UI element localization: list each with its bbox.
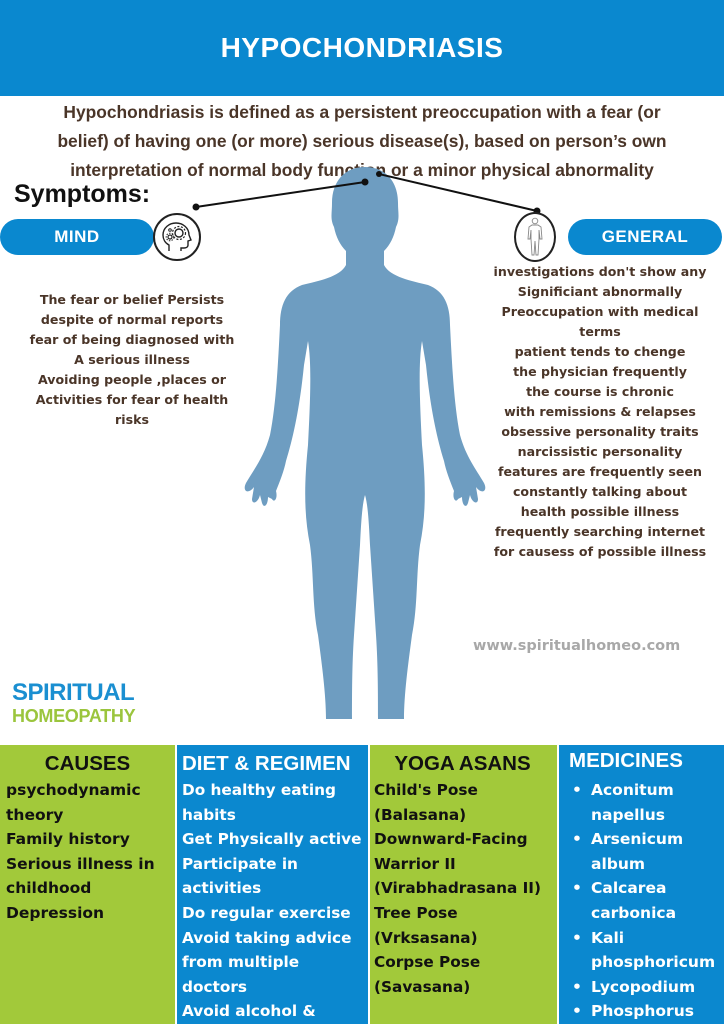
medicine-line: Phosphorus: [591, 1002, 694, 1021]
diet-item: Avoid alcohol &: [182, 1002, 316, 1021]
yoga-title: YOGA ASANS: [394, 752, 531, 775]
mind-label: MIND: [54, 227, 100, 246]
general-symptom-line: terms: [579, 324, 621, 339]
definition-line: belief) of having one (or more) serious …: [57, 131, 667, 151]
mind-symptom-line: despite of normal reports: [40, 312, 224, 327]
yoga-asans-column: YOGA ASANS Child's Pose (Balasana) Downw…: [370, 745, 557, 1024]
medicine-line: album: [591, 854, 646, 873]
general-symptom-line: patient tends to chenge: [514, 344, 686, 359]
diet-item: habits: [182, 805, 236, 824]
definition-line: Hypochondriasis is defined as a persiste…: [63, 102, 661, 122]
medicine-line: Kali: [591, 928, 625, 947]
diet-item: activities: [182, 879, 262, 898]
mind-symptom-line: The fear or belief Persists: [39, 292, 225, 307]
yoga-item: Corpse Pose: [374, 953, 481, 972]
yoga-item: Warrior II: [374, 854, 456, 873]
diet-title: DIET & REGIMEN: [182, 752, 351, 775]
diet-item: doctors: [182, 977, 247, 996]
symptoms-heading: Symptoms:: [14, 180, 151, 208]
mind-symptom-line: Avoiding people ,places or: [37, 372, 226, 387]
definition-text: Hypochondriasis is defined as a persiste…: [8, 98, 716, 185]
yoga-item: (Savasana): [374, 977, 471, 996]
yoga-item: Tree Pose: [374, 903, 458, 922]
general-symptom-line: for causess of possible illness: [493, 544, 707, 559]
general-symptom-line: frequently searching internet: [494, 524, 706, 539]
medicine-item: Calcarea carbonica: [569, 876, 718, 925]
medicines-column: MEDICINES Aconitum napellus Arsenicum al…: [559, 745, 724, 1024]
diet-regimen-column: DIET & REGIMEN Do healthy eating habits …: [177, 745, 368, 1024]
medicine-line: napellus: [591, 805, 665, 824]
mind-label-pill: MIND: [0, 219, 154, 255]
mind-symptom-line: risks: [115, 412, 149, 427]
mind-symptom-line: fear of being diagnosed with: [29, 332, 235, 347]
header-banner: HYPOCHONDRIASIS: [0, 0, 724, 96]
medicine-line: carbonica: [591, 903, 677, 922]
medicine-item: Lycopodium: [569, 975, 718, 1000]
medicine-item: Phosphorus: [569, 999, 718, 1024]
diet-item: Do healthy eating: [182, 781, 336, 799]
medicine-line: Arsenicum: [591, 830, 684, 849]
human-body-silhouette: [244, 167, 486, 719]
causes-item: theory: [6, 805, 64, 824]
medicine-item: Kali phosphoricum: [569, 926, 718, 975]
causes-item: psychodynamic: [6, 781, 141, 799]
causes-item: Depression: [6, 903, 105, 922]
yoga-item: Child's Pose: [374, 781, 478, 799]
medicine-line: phosphoricum: [591, 953, 716, 972]
general-symptom-line: investigations don't show any: [493, 264, 707, 279]
brand-name-line1: SPIRITUAL: [12, 679, 135, 706]
medicine-item: Aconitum napellus: [569, 778, 718, 827]
general-symptom-line: the physician frequently: [513, 364, 687, 379]
general-symptoms-list: investigations don't show any Significia…: [474, 262, 724, 562]
yoga-item: Downward-Facing: [374, 830, 528, 849]
general-symptom-line: health possible illness: [520, 504, 680, 519]
causes-item: Serious illness in: [6, 854, 155, 873]
info-columns: CAUSES psychodynamic theory Family histo…: [0, 745, 724, 1024]
general-symptom-line: with remissions & relapses: [504, 404, 696, 419]
causes-column: CAUSES psychodynamic theory Family histo…: [0, 745, 175, 1024]
causes-item: childhood: [6, 879, 92, 898]
page-title: HYPOCHONDRIASIS: [220, 32, 504, 63]
general-symptom-line: the course is chronic: [526, 384, 674, 399]
diet-item: from multiple: [182, 953, 300, 972]
yoga-item: (Vrksasana): [374, 928, 478, 947]
medicines-list: Aconitum napellus Arsenicum album Calcar…: [569, 778, 718, 1024]
mind-symptom-line: Activities for fear of health: [35, 392, 229, 407]
medicine-item: Arsenicum album: [569, 827, 718, 876]
general-symptom-line: obsessive personality traits: [501, 424, 699, 439]
general-symptom-line: Significiant abnormally: [517, 284, 683, 299]
human-body-icon: [514, 212, 556, 262]
general-label-pill: GENERAL: [568, 219, 722, 255]
medicines-title: MEDICINES: [569, 749, 683, 772]
general-symptom-line: narcissistic personality: [517, 444, 683, 459]
brand-name-line2: HOMEOPATHY: [12, 706, 136, 726]
medicine-line: Calcarea: [591, 879, 667, 898]
medicine-line: Lycopodium: [591, 977, 696, 996]
general-symptom-line: constantly talking about: [512, 484, 688, 499]
causes-title: CAUSES: [44, 752, 131, 775]
diet-item: Avoid taking advice: [182, 928, 352, 947]
mind-symptoms-list: The fear or belief Persists despite of n…: [4, 290, 260, 430]
diet-item: Do regular exercise: [182, 903, 351, 922]
mind-symptom-line: A serious illness: [74, 352, 190, 367]
yoga-item: (Virabhadrasana II): [374, 879, 541, 898]
head-gears-icon: [153, 213, 201, 261]
medicine-line: Aconitum: [591, 781, 674, 799]
diet-item: Get Physically active: [182, 830, 362, 849]
diet-item: Participate in: [182, 854, 298, 873]
brand-logo: SPIRITUAL HOMEOPATHY: [12, 679, 136, 727]
general-symptom-line: features are frequently seen: [498, 464, 702, 479]
general-symptom-line: Preoccupation with medical: [501, 304, 699, 319]
website-watermark: www.spiritualhomeo.com: [473, 638, 681, 654]
causes-item: Family history: [6, 830, 130, 849]
general-label: GENERAL: [601, 227, 689, 246]
yoga-item: (Balasana): [374, 805, 467, 824]
